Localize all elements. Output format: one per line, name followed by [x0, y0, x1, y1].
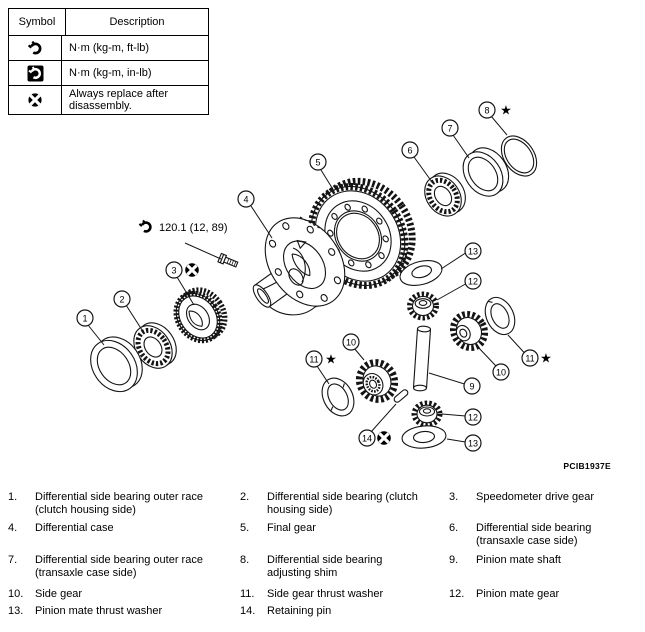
callout-3: 3: [165, 261, 183, 279]
part-outer-race-transaxle: [462, 147, 510, 197]
part-final-gear-bolt: [217, 252, 239, 268]
callout-11-left: 11: [305, 350, 323, 368]
legend-header-description: Description: [109, 16, 165, 28]
part-adjusting-shim: [500, 135, 538, 177]
svg-text:6: 6: [407, 145, 412, 155]
legend-header-row: Symbol Description: [9, 9, 208, 35]
part-side-gear-lower: [355, 359, 399, 403]
callout-12-top: 12: [464, 272, 482, 290]
star-marker-11-right: ★: [540, 351, 552, 366]
svg-text:12: 12: [468, 412, 478, 422]
part-item-9: 9.Pinion mate shaft: [449, 554, 561, 566]
part-side-gear-thrust-washer-left: [321, 377, 355, 417]
callout-1: 1: [76, 309, 94, 327]
symbol-legend-table: Symbol Description N·m (kg-m, ft-lb): [8, 8, 209, 115]
torque-value: 120.1 (12, 89): [159, 222, 228, 234]
part-item-8: 8.Differential side bearing adjusting sh…: [240, 554, 383, 579]
part-item-10: 10.Side gear: [8, 588, 83, 600]
part-item-4: 4.Differential case: [8, 522, 114, 534]
part-pinion-mate-gear-top: [407, 291, 439, 321]
legend-row-torque-ftlb: N·m (kg-m, ft-lb): [9, 35, 208, 60]
legend-desc-inlb: N·m (kg-m, in-lb): [69, 67, 152, 79]
part-side-gear-right: [449, 310, 489, 352]
svg-text:5: 5: [315, 157, 320, 167]
part-pinion-mate-gear-lower: [411, 400, 443, 428]
exploded-view-diagram: 1 2 3 4 5 6 7 8 9 10 10 11 11 12 12 13 1…: [76, 101, 611, 471]
legend-row-always-replace: Always replace after disassembly.: [9, 85, 208, 114]
callout-4: 4: [237, 190, 255, 208]
callout-11-right: 11: [521, 349, 539, 367]
svg-text:9: 9: [469, 381, 474, 391]
part-side-bearing-transaxle: [424, 172, 466, 217]
svg-text:8: 8: [484, 105, 489, 115]
svg-text:11: 11: [309, 354, 318, 364]
legend-desc-ftlb: N·m (kg-m, ft-lb): [69, 42, 150, 54]
callout-8: 8: [478, 101, 496, 119]
callout-10-lower: 10: [342, 333, 360, 351]
torque-wrench-icon: [27, 40, 41, 54]
svg-text:11: 11: [525, 353, 534, 363]
part-item-7: 7.Differential side bearing outer race (…: [8, 554, 203, 579]
svg-text:4: 4: [243, 194, 248, 204]
part-item-11: 11.Side gear thrust washer: [240, 588, 384, 600]
part-pinion-thrust-washer-top: [399, 260, 443, 286]
svg-text:14: 14: [362, 433, 372, 443]
always-replace-marker-14: [377, 431, 391, 445]
part-side-gear-thrust-washer-right: [484, 296, 516, 336]
svg-text:12: 12: [468, 276, 478, 286]
leader-lines: [87, 115, 525, 443]
callout-14: 14: [358, 429, 376, 447]
callout-13-top: 13: [464, 242, 482, 260]
part-speedometer-drive-gear: [173, 287, 228, 344]
part-outer-race-clutch: [90, 336, 143, 393]
part-item-14: 14.Retaining pin: [240, 605, 332, 617]
alignment-dashed-line: [299, 216, 324, 231]
torque-wrench-icon: [138, 219, 154, 235]
legend-header-symbol: Symbol: [9, 9, 66, 35]
callout-10-right: 10: [492, 363, 510, 381]
figure-code: PCIB1937E: [563, 461, 611, 471]
always-replace-icon: [28, 93, 42, 107]
part-item-13: 13.Pinion mate thrust washer: [8, 605, 163, 617]
legend-desc-replace: Always replace after disassembly.: [69, 88, 169, 112]
star-marker-8: ★: [500, 103, 512, 118]
part-differential-case: [252, 217, 346, 316]
callout-12-lower: 12: [464, 408, 482, 426]
callout-7: 7: [441, 119, 459, 137]
part-pinion-mate-shaft: [412, 325, 432, 392]
callout-9: 9: [463, 377, 481, 395]
part-item-12: 12.Pinion mate gear: [449, 588, 560, 600]
parts-list: 1.Differential side bearing outer race (…: [0, 491, 645, 618]
callout-13-lower: 13: [464, 434, 482, 452]
callout-2: 2: [113, 290, 131, 308]
part-retaining-pin: [393, 389, 409, 403]
part-pinion-thrust-washer-lower: [401, 425, 447, 449]
part-item-5: 5.Final gear: [240, 522, 316, 534]
svg-text:1: 1: [82, 313, 87, 323]
svg-text:10: 10: [496, 367, 506, 377]
part-item-2: 2.Differential side bearing (clutch hous…: [240, 491, 418, 516]
legend-row-torque-inlb: N·m (kg-m, in-lb): [9, 60, 208, 85]
torque-wrench-inverted-icon: [27, 65, 43, 81]
part-item-3: 3.Speedometer drive gear: [449, 491, 595, 503]
part-item-6: 6.Differential side bearing (transaxle c…: [449, 522, 592, 547]
always-replace-marker-3: [185, 263, 199, 277]
callouts: 1 2 3 4 5 6 7 8 9 10 10 11 11 12 12 13 1…: [76, 101, 539, 452]
svg-text:7: 7: [447, 123, 452, 133]
svg-text:2: 2: [119, 294, 124, 304]
svg-text:10: 10: [346, 337, 356, 347]
torque-spec: 120.1 (12, 89): [138, 219, 228, 235]
svg-text:13: 13: [468, 438, 478, 448]
svg-text:13: 13: [468, 246, 478, 256]
svg-text:3: 3: [171, 265, 176, 275]
part-side-bearing-clutch: [133, 322, 177, 369]
star-marker-11-left: ★: [325, 352, 337, 367]
callout-6: 6: [401, 141, 419, 159]
callout-5: 5: [309, 153, 327, 171]
part-item-1: 1.Differential side bearing outer race (…: [8, 491, 203, 516]
